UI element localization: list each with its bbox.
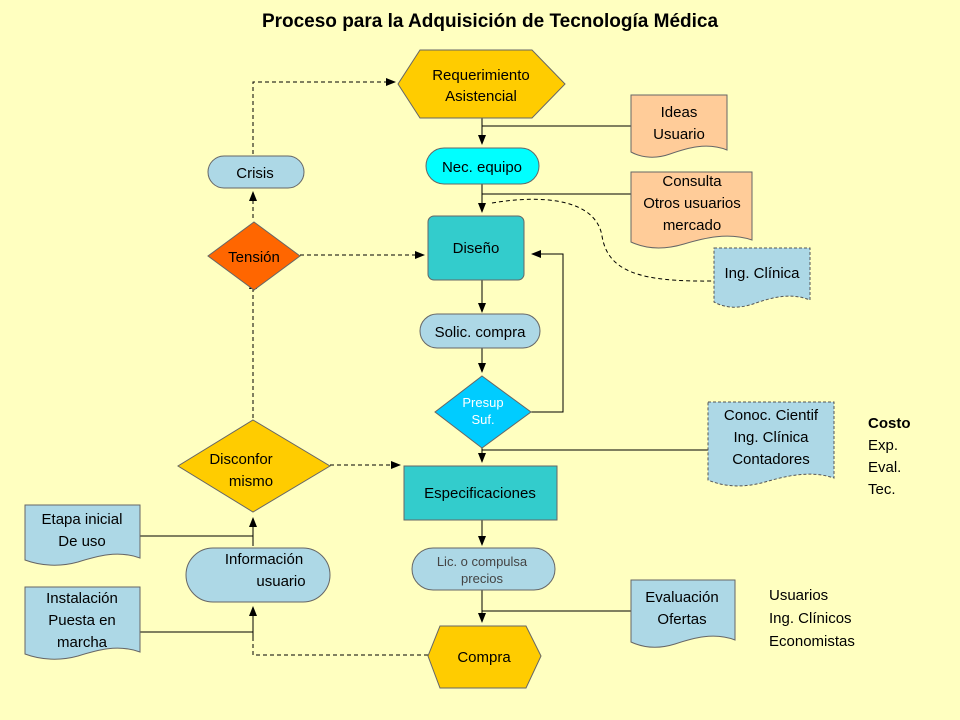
svg-text:Requerimiento: Requerimiento <box>432 67 530 84</box>
tension-decision: Tensión <box>207 221 301 291</box>
usuarios-note: Usuarios Ing. Clínicos Economistas <box>769 587 855 650</box>
svg-text:Compra: Compra <box>457 649 511 666</box>
svg-text:Tec.: Tec. <box>868 481 896 498</box>
svg-text:mismo: mismo <box>229 473 273 490</box>
svg-text:marcha: marcha <box>57 634 108 651</box>
svg-text:Consulta: Consulta <box>662 173 722 190</box>
instalacion-document: Instalación Puesta en marcha <box>24 586 141 660</box>
crisis-node: Crisis <box>207 155 305 189</box>
evaluacion-document: Evaluación Ofertas <box>630 579 736 648</box>
dashed-connectors <box>249 78 715 656</box>
svg-text:Contadores: Contadores <box>732 451 810 468</box>
conoc-document: Conoc. Cientif Ing. Clínica Contadores <box>707 401 835 487</box>
consulta-document: Consulta Otros usuarios mercado <box>630 171 753 249</box>
svg-text:Ing. Clínica: Ing. Clínica <box>733 429 809 446</box>
svg-text:Conoc. Cientif: Conoc. Cientif <box>724 407 819 424</box>
svg-text:De uso: De uso <box>58 533 106 550</box>
connectors <box>140 118 708 640</box>
svg-text:Ing. Clínica: Ing. Clínica <box>724 265 800 282</box>
informacion-node: Información usuario <box>185 547 331 603</box>
ideas-document: Ideas Usuario <box>630 94 728 158</box>
svg-text:precios: precios <box>461 571 503 586</box>
svg-text:Exp.: Exp. <box>868 437 898 454</box>
svg-text:Suf.: Suf. <box>471 412 494 427</box>
svg-text:Solic. compra: Solic. compra <box>435 324 527 341</box>
svg-text:Etapa inicial: Etapa inicial <box>42 511 123 528</box>
svg-text:Usuario: Usuario <box>653 126 705 143</box>
svg-text:Asistencial: Asistencial <box>445 88 517 105</box>
presup-decision: Presup Suf. <box>434 375 532 449</box>
requerimiento-node: Requerimiento Asistencial <box>397 49 566 119</box>
especificaciones-node: Especificaciones <box>403 465 558 521</box>
diagram-title: Proceso para la Adquisición de Tecnologí… <box>262 11 719 32</box>
compra-node: Compra <box>427 625 542 689</box>
svg-text:Ofertas: Ofertas <box>657 611 706 628</box>
svg-text:Crisis: Crisis <box>236 165 274 182</box>
svg-text:Información: Información <box>225 551 303 568</box>
svg-text:Evaluación: Evaluación <box>645 589 718 606</box>
svg-text:Ing. Clínicos: Ing. Clínicos <box>769 610 852 627</box>
ing-clinica-document: Ing. Clínica <box>713 247 811 308</box>
svg-text:Tensión: Tensión <box>228 249 280 266</box>
solic-compra-node: Solic. compra <box>419 313 541 349</box>
svg-text:Economistas: Economistas <box>769 633 855 650</box>
svg-text:Puesta en: Puesta en <box>48 612 116 629</box>
svg-text:Diseño: Diseño <box>453 240 500 257</box>
svg-text:Costo: Costo <box>868 415 911 432</box>
svg-text:Presup: Presup <box>462 395 503 410</box>
nec-equipo-node: Nec. equipo <box>425 147 540 185</box>
etapa-document: Etapa inicial De uso <box>24 504 141 566</box>
svg-text:Otros usuarios: Otros usuarios <box>643 195 741 212</box>
svg-text:Usuarios: Usuarios <box>769 587 828 604</box>
svg-text:Especificaciones: Especificaciones <box>424 485 536 502</box>
svg-text:Nec. equipo: Nec. equipo <box>442 159 522 176</box>
svg-text:mercado: mercado <box>663 217 721 234</box>
svg-text:Instalación: Instalación <box>46 590 118 607</box>
svg-text:Eval.: Eval. <box>868 459 901 476</box>
diseno-node: Diseño <box>427 215 525 281</box>
svg-text:Disconfor: Disconfor <box>209 451 272 468</box>
disconfor-decision: Disconfor mismo <box>177 419 331 513</box>
lic-node: Lic. o compulsa precios <box>411 547 556 591</box>
svg-text:Lic. o compulsa: Lic. o compulsa <box>437 554 528 569</box>
svg-text:Ideas: Ideas <box>661 104 698 121</box>
svg-text:usuario: usuario <box>256 573 305 590</box>
costo-note: Costo Exp. Eval. Tec. <box>868 415 911 498</box>
